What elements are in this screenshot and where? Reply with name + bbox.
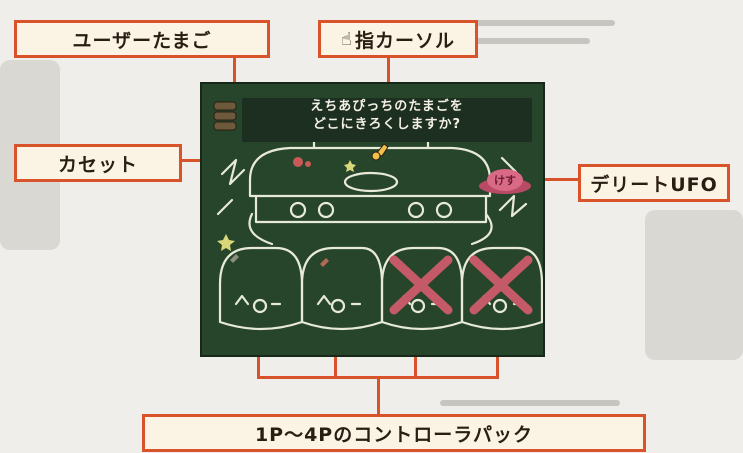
game-screen: えちあぴっちのたまごを どこにきろくしますか? けす — [200, 82, 545, 357]
background-line — [440, 400, 620, 406]
star — [217, 234, 235, 251]
port-4 — [435, 201, 453, 219]
cassette-icon — [293, 157, 311, 167]
star — [344, 160, 356, 172]
finger-pointer-icon: ☝ — [341, 28, 353, 50]
zigzag-left — [220, 158, 246, 186]
pack-item-icon — [320, 258, 329, 267]
label-cursor: ☝ 指カーソル — [318, 20, 478, 58]
controller-pack-1-outline — [218, 246, 304, 331]
controller-pack-2-outline — [300, 246, 384, 331]
port-2 — [317, 201, 335, 219]
pack-item-icon — [230, 254, 239, 263]
background-line — [470, 38, 590, 44]
background-line — [455, 20, 615, 26]
user-egg-icon — [213, 101, 237, 131]
label-cassette: カセット — [14, 144, 182, 182]
port-1 — [289, 201, 307, 219]
finger-cursor-icon — [371, 143, 389, 161]
cable — [248, 212, 274, 246]
console-dome — [343, 171, 399, 193]
controller-pack-4-outline — [460, 246, 543, 331]
screen-art — [213, 101, 543, 331]
label-controller-pack: 1P〜4Pのコントローラパック — [142, 414, 646, 452]
message-line-1: えちあぴっちのたまごを — [310, 99, 464, 114]
cross-pack-3 — [389, 255, 453, 315]
ufo-delete-text: けす — [494, 174, 516, 187]
controller-pack-3-outline — [380, 246, 464, 331]
label-user-egg: ユーザーたまご — [14, 20, 270, 58]
label-delete-ufo: デリートUFO — [578, 164, 730, 202]
leader-line-user-egg — [233, 56, 236, 96]
cross-pack-4 — [469, 255, 533, 315]
background-panel-right — [645, 210, 743, 360]
zigzag-right-low — [498, 194, 528, 218]
cable — [470, 212, 493, 246]
bracket-stem — [377, 376, 380, 416]
zigzag-left-low — [216, 198, 234, 216]
leader-line-ufo — [532, 178, 580, 181]
delete-ufo-icon — [479, 169, 531, 194]
console-front — [254, 194, 488, 224]
message-box: えちあぴっちのたまごを どこにきろくしますか? — [242, 98, 532, 142]
message-line-2: どこにきろくしますか? — [312, 117, 462, 132]
port-3 — [407, 201, 425, 219]
